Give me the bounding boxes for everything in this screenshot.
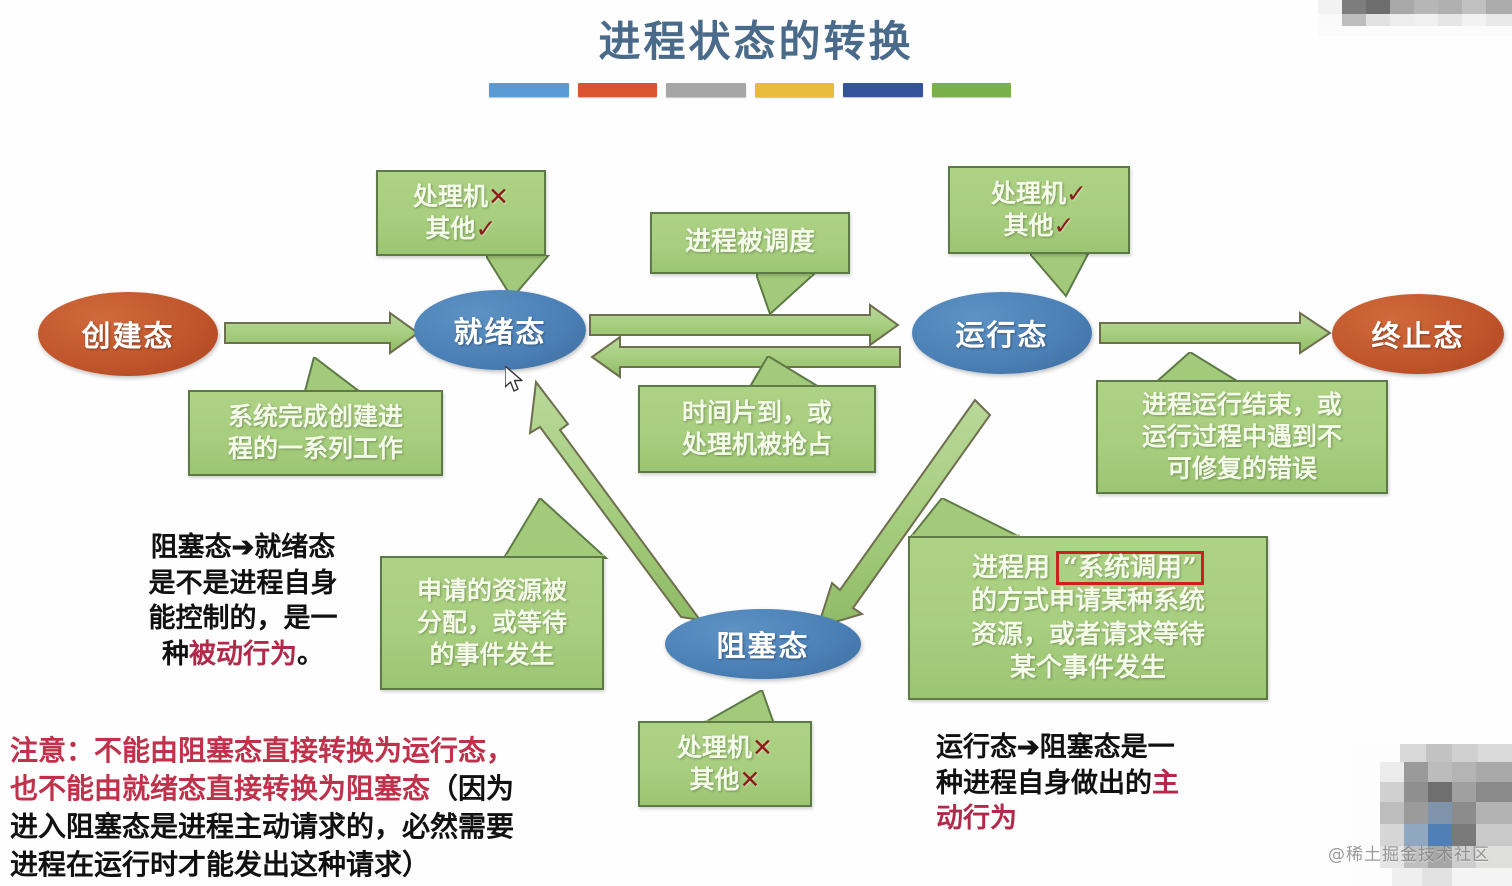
callout-scheduled: 进程被调度 [650, 212, 850, 274]
callout-line: 申请的资源被 [416, 576, 567, 605]
callout-ready-resources: 处理机✕ 其他✓ [376, 170, 546, 256]
state-node-label: 阻塞态 [716, 629, 810, 663]
callout-line: 处理机✕ [413, 182, 509, 211]
callout-blocked-resources: 处理机✕ 其他✕ [638, 721, 812, 807]
syscall-prefix: 进程用 [972, 552, 1051, 583]
pixelated-block-top-right [1318, 0, 1512, 36]
accent-bar-2 [577, 83, 657, 97]
callout-line: 处理机被抢占 [681, 430, 832, 459]
state-node-blocked[interactable]: 阻塞态 [665, 609, 861, 679]
note-emphasis: 被动行为 [189, 638, 297, 670]
mouse-pointer-icon [505, 366, 523, 392]
note-attention: 注意：不能由阻塞态直接转换为运行态， 也不能由就绪态直接转换为阻塞态（因为 进入… [10, 732, 620, 884]
accent-bar-3 [666, 83, 746, 97]
state-node-label: 创建态 [81, 319, 175, 353]
callout-line: 系统完成创建进 [227, 402, 403, 431]
callout-line: 进程被调度 [684, 227, 815, 258]
state-node-label: 运行态 [955, 318, 1049, 352]
callout-line: 某个事件发生 [1009, 652, 1166, 683]
callout-line: 其他✓ [1003, 211, 1075, 240]
callout-line: 的事件发生 [429, 640, 555, 669]
callout-create-work: 系统完成创建进 程的一系列工作 [188, 390, 443, 476]
callout-line: 进程运行结束，或 [1141, 390, 1342, 419]
state-node-create[interactable]: 创建态 [38, 292, 218, 376]
cross-icon: ✕ [739, 765, 761, 794]
callout-line: 分配，或等待 [416, 608, 567, 637]
note-running-to-blocked: 运行态➔阻塞态是一 种进程自身做出的主 动行为 [936, 730, 1256, 837]
callout-line: 程的一系列工作 [227, 434, 403, 463]
note-line: 阻塞态➔就绪态 [150, 532, 336, 563]
note-emphasis: 动行为 [936, 803, 1017, 835]
callout-line: 可修复的错误 [1166, 454, 1317, 483]
note-line: 注意：不能由阻塞态直接转换为运行态， [10, 734, 515, 767]
syscall-boxed-term: “系统调用” [1056, 550, 1204, 586]
callout-tail-running-resources [1030, 252, 1090, 298]
callout-line: 时间片到，或 [681, 398, 832, 427]
cross-icon: ✕ [488, 182, 509, 211]
callout-tail-scheduled [756, 272, 817, 316]
note-line: 种被动行为。 [162, 638, 324, 670]
note-line: 种进程自身做出的主 [936, 767, 1179, 799]
callout-line: 的方式申请某种系统 [970, 586, 1205, 617]
callout-timeslice: 时间片到，或 处理机被抢占 [638, 385, 876, 473]
state-node-label: 就绪态 [453, 315, 547, 349]
state-node-ready[interactable]: 就绪态 [414, 290, 586, 370]
pixelated-block-bottom-right [1352, 744, 1512, 886]
check-icon: ✓ [1066, 179, 1087, 208]
callout-line: 运行过程中遇到不 [1141, 422, 1342, 451]
check-icon: ✓ [475, 214, 497, 243]
state-node-label: 终止态 [1371, 319, 1465, 353]
accent-bar-5 [843, 83, 923, 97]
accent-bar-1 [489, 83, 569, 97]
state-node-running[interactable]: 运行态 [912, 292, 1092, 374]
callout-resource-alloc: 申请的资源被 分配，或等待 的事件发生 [380, 556, 604, 690]
callout-line: 其他✓ [425, 214, 497, 243]
note-emphasis: 也不能由就绪态直接转换为阻塞态 [10, 772, 431, 806]
note-line: 进程在运行时才能发出这种请求） [10, 848, 431, 882]
callout-running-resources: 处理机✓ 其他✓ [948, 166, 1130, 254]
accent-bar-4 [754, 83, 834, 97]
callout-line: 其他✕ [689, 765, 761, 794]
note-blocked-to-ready: 阻塞态➔就绪态 是不是进程自身 能控制的，是一 种被动行为。 [118, 530, 368, 673]
callout-syscall: 进程用“系统调用” 的方式申请某种系统 资源，或者请求等待 某个事件发生 [908, 536, 1268, 700]
watermark-label: @稀土掘金技术社区 [1328, 845, 1490, 865]
accent-bar-6 [931, 83, 1011, 97]
cross-icon: ✕ [752, 733, 773, 762]
callout-tail-resource-alloc [502, 498, 609, 560]
note-emphasis: 主 [1152, 767, 1179, 799]
check-icon: ✓ [1053, 211, 1075, 240]
callout-finish: 进程运行结束，或 运行过程中遇到不 可修复的错误 [1096, 380, 1388, 494]
callout-line: 资源，或者请求等待 [970, 619, 1205, 650]
state-node-terminate[interactable]: 终止态 [1332, 294, 1504, 374]
title-accent-bars [489, 83, 1011, 97]
note-line: 也不能由就绪态直接转换为阻塞态（因为 [10, 772, 515, 806]
callout-tail-ready-resources [486, 254, 551, 300]
page-title: 进程状态的转换 [598, 17, 914, 66]
callout-line: 处理机✓ [991, 179, 1087, 208]
note-line: 能控制的，是一 [148, 603, 338, 635]
note-line: 进入阻塞态是进程主动请求的，必然需要 [10, 810, 515, 844]
note-line: 是不是进程自身 [148, 567, 338, 599]
callout-line: 处理机✕ [677, 733, 773, 762]
callout-line: 进程用“系统调用” [972, 550, 1204, 586]
note-line: 运行态➔阻塞态是一 [936, 732, 1175, 763]
